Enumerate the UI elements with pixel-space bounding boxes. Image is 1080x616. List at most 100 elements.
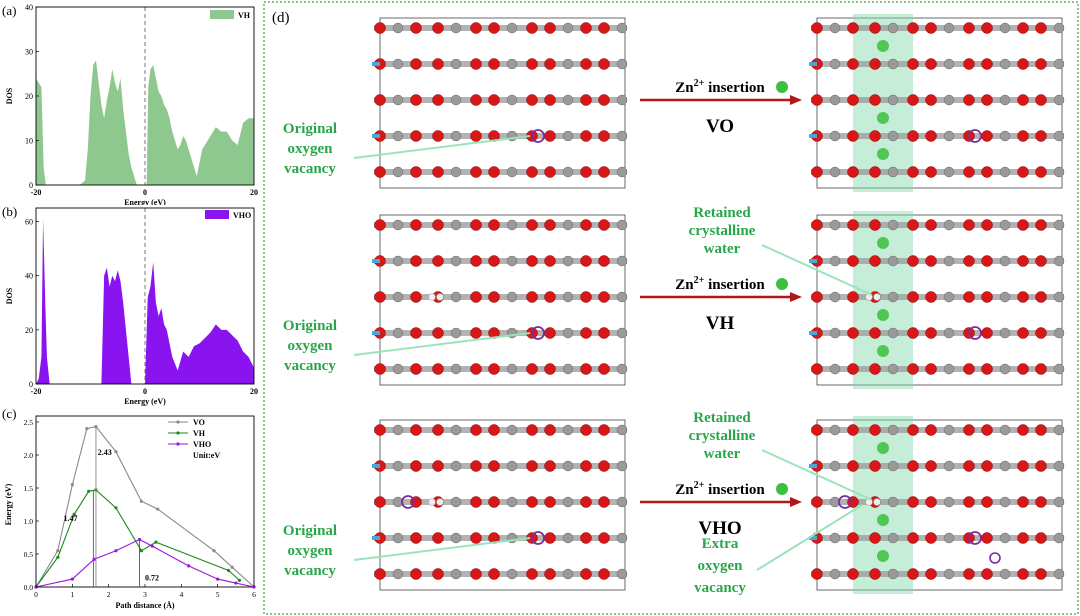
oxygen-atom	[598, 327, 610, 339]
oxygen-atom	[925, 460, 937, 472]
oxygen-atom	[488, 424, 500, 436]
annotation-original-vacancy: vacancy	[284, 563, 336, 579]
oxygen-atom	[811, 166, 823, 178]
oxygen-atom	[432, 568, 444, 580]
oxygen-atom	[925, 496, 937, 508]
series-point-vo	[139, 499, 143, 503]
vanadium-bond	[811, 499, 1064, 505]
oxygen-atom	[374, 291, 386, 303]
vanadium-atom	[506, 255, 518, 267]
series-point-vh	[87, 489, 91, 493]
oxygen-atom	[1017, 130, 1029, 142]
oxygen-atom	[1035, 496, 1047, 508]
vanadium-atom	[1053, 94, 1065, 106]
x-tick-label: 0	[143, 387, 147, 396]
oxygen-atom	[925, 58, 937, 70]
zinc-ion-icon	[776, 81, 788, 93]
vanadium-bond	[811, 25, 1064, 31]
oxygen-atom	[869, 94, 881, 106]
vanadium-atom	[829, 219, 841, 231]
vanadium-atom	[562, 22, 574, 34]
oxygen-atom	[963, 94, 975, 106]
vanadium-atom	[887, 424, 899, 436]
oxygen-atom	[526, 363, 538, 375]
vanadium-bond	[374, 535, 627, 541]
oxygen-atom	[526, 94, 538, 106]
vanadium-atom	[943, 22, 955, 34]
annotation-extra-vacancy: vacancy	[694, 580, 746, 596]
oxygen-atom	[470, 255, 482, 267]
vanadium-bond	[374, 258, 627, 264]
oxygen-atom	[580, 327, 592, 339]
oxygen-atom	[544, 219, 556, 231]
bond-accent	[372, 259, 380, 263]
legend-marker	[176, 431, 180, 435]
vanadium-atom	[829, 424, 841, 436]
annotation-retained-water: crystalline	[689, 428, 756, 444]
vanadium-atom	[562, 363, 574, 375]
oxygen-atom	[963, 166, 975, 178]
vanadium-bond	[374, 330, 627, 336]
oxygen-atom	[869, 424, 881, 436]
annotation-retained-water: Retained	[693, 410, 751, 426]
oxygen-atom	[1035, 130, 1047, 142]
oxygen-atom	[811, 496, 823, 508]
oxygen-atom	[544, 568, 556, 580]
oxygen-atom	[374, 22, 386, 34]
oxygen-atom	[907, 219, 919, 231]
oxygen-atom	[374, 166, 386, 178]
crystal-structure	[372, 17, 628, 189]
vanadium-bond	[374, 169, 627, 175]
vanadium-atom	[1053, 255, 1065, 267]
oxygen-atom	[981, 291, 993, 303]
vanadium-atom	[1053, 327, 1065, 339]
vanadium-bond	[811, 463, 1064, 469]
vanadium-atom	[450, 94, 462, 106]
oxygen-atom	[544, 424, 556, 436]
oxygen-atom	[869, 219, 881, 231]
vanadium-atom	[999, 460, 1011, 472]
vanadium-atom	[562, 568, 574, 580]
bond-accent	[372, 62, 380, 66]
y-tick-label: 1.5	[24, 484, 34, 493]
oxygen-atom	[1017, 424, 1029, 436]
zinc-ion-icon	[776, 483, 788, 495]
vanadium-atom	[943, 363, 955, 375]
structure-panel-d: (d)Zn2+ insertionVOOriginaloxygenvacancy…	[263, 1, 1079, 615]
x-tick-label: 5	[216, 590, 220, 599]
oxygen-atom	[432, 532, 444, 544]
y-axis-label: DOS	[5, 87, 14, 104]
oxygen-atom	[981, 327, 993, 339]
oxygen-atom	[1017, 291, 1029, 303]
y-tick-label: 30	[25, 48, 33, 57]
vanadium-atom	[562, 130, 574, 142]
vanadium-atom	[616, 327, 628, 339]
vanadium-atom	[829, 496, 841, 508]
bond-accent	[809, 331, 817, 335]
bond-accent	[372, 331, 380, 335]
oxygen-atom	[598, 532, 610, 544]
oxygen-atom	[925, 255, 937, 267]
vanadium-atom	[616, 532, 628, 544]
series-point-vho	[150, 544, 154, 548]
oxygen-atom	[981, 219, 993, 231]
series-point-vo	[230, 565, 234, 569]
vanadium-atom	[943, 58, 955, 70]
oxygen-vacancy-marker	[531, 129, 545, 143]
series-point-vo	[85, 427, 89, 431]
x-tick-label: 3	[143, 590, 147, 599]
oxygen-atom	[869, 532, 881, 544]
series-point-vo	[70, 483, 74, 487]
vanadium-atom	[829, 327, 841, 339]
y-tick-label: 40	[25, 3, 33, 12]
vanadium-atom	[450, 22, 462, 34]
oxygen-atom	[907, 58, 919, 70]
vanadium-atom	[392, 291, 404, 303]
oxygen-atom	[925, 363, 937, 375]
oxygen-atom	[1035, 219, 1047, 231]
arrow-head	[790, 95, 802, 105]
zinc-ion	[877, 237, 889, 249]
vanadium-atom	[562, 291, 574, 303]
